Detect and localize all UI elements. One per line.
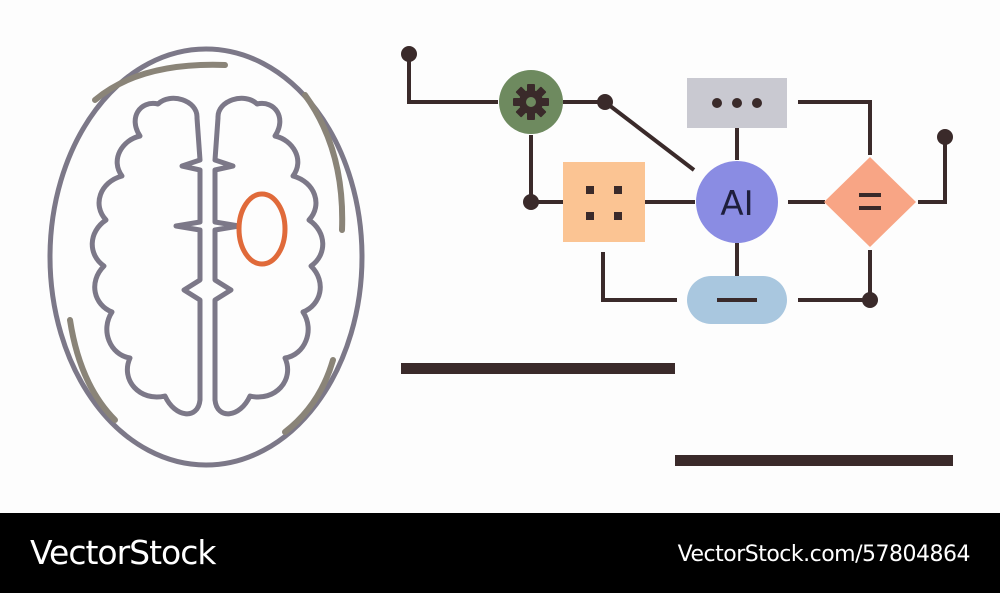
illustration: AI xyxy=(47,46,953,468)
head-outline xyxy=(47,46,365,468)
grid-node xyxy=(563,162,645,242)
connector-start-gear xyxy=(407,54,498,104)
footer-brand: VectorStock xyxy=(30,533,216,572)
connector-dot xyxy=(523,194,539,210)
ellipsis-icon xyxy=(712,98,762,108)
brain-right-hemisphere xyxy=(212,95,326,417)
diagram-svg: AI xyxy=(47,46,953,468)
highlight-ring xyxy=(236,191,288,267)
grid-dots-icon xyxy=(586,186,622,220)
head-shade-top xyxy=(92,61,228,103)
connector-dots xyxy=(401,46,953,308)
head-brain xyxy=(47,46,365,468)
gear-node xyxy=(499,70,563,134)
head-shade-right xyxy=(302,92,346,233)
watermark-footer: VectorStock VectorStock.com/57804864 xyxy=(0,513,1000,593)
ai-node: AI xyxy=(696,161,778,243)
connector-dots-diamond xyxy=(798,100,872,155)
connector-dot xyxy=(937,129,953,145)
connector-gear-grid xyxy=(529,135,563,204)
ellipsis-node xyxy=(687,78,787,128)
connector-dot xyxy=(597,94,613,110)
decor-bar-upper xyxy=(401,363,675,374)
head-shade-left xyxy=(67,317,118,423)
minus-icon xyxy=(717,298,757,302)
connector-dot xyxy=(862,292,878,308)
connector-diamond-dash xyxy=(798,250,872,302)
gear-icon xyxy=(513,84,549,120)
ai-label: AI xyxy=(720,184,753,224)
connector-junction-ai xyxy=(603,100,696,172)
connector-dot xyxy=(401,46,417,62)
connector-diamond-end xyxy=(918,137,947,204)
brain-left-hemisphere xyxy=(89,95,203,417)
equals-icon xyxy=(859,193,881,210)
head-shade-bottom xyxy=(282,357,336,435)
decor-bar-lower xyxy=(675,455,953,466)
footer-stock-id: VectorStock.com/57804864 xyxy=(677,542,971,567)
connector-grid-dash xyxy=(601,252,677,302)
diamond-node xyxy=(824,157,916,247)
minus-node xyxy=(687,276,787,324)
